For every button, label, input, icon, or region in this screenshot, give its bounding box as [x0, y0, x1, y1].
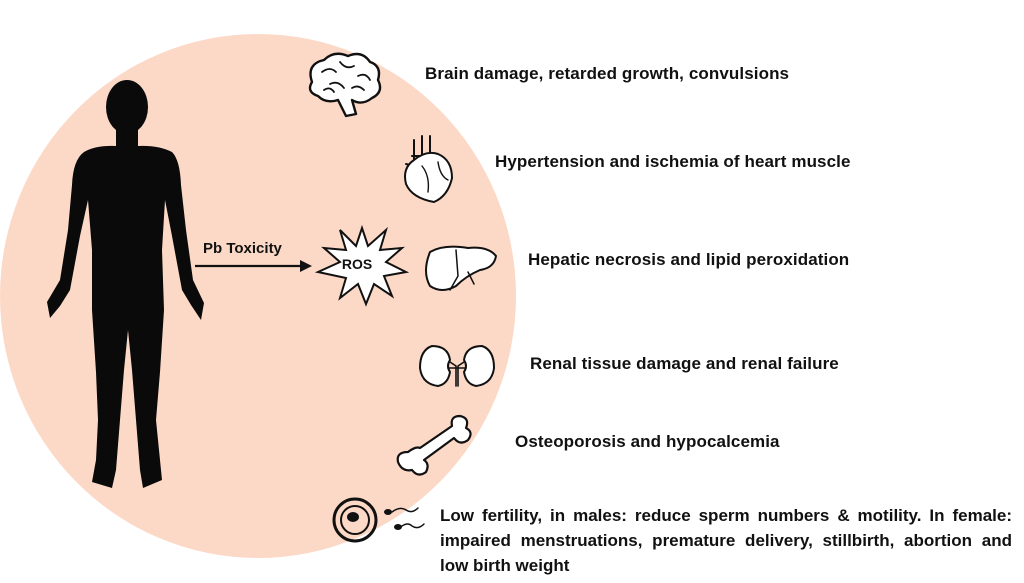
liver-effect-text: Hepatic necrosis and lipid peroxidation	[528, 250, 850, 269]
heart-icon	[404, 135, 453, 203]
brain-effect-text: Brain damage, retarded growth, convulsio…	[425, 64, 790, 83]
egg-sperm-icon	[332, 497, 425, 543]
heart-effect-text: Hypertension and ischemia of heart muscl…	[495, 152, 851, 171]
kidney-effect-text: Renal tissue damage and renal failure	[530, 354, 839, 373]
liver-icon	[425, 245, 497, 291]
kidney-icon	[419, 345, 495, 387]
ros-starburst	[314, 224, 410, 307]
bone-icon	[396, 414, 472, 476]
ros-label: ROS	[341, 256, 373, 272]
human-silhouette-icon	[47, 80, 204, 488]
toxicity-arrow	[195, 260, 312, 272]
body-circle	[0, 34, 516, 558]
brain-icon	[308, 52, 382, 118]
pb-toxicity-label: Pb Toxicity	[203, 240, 282, 257]
bone-effect-text: Osteoporosis and hypocalcemia	[515, 432, 780, 451]
fertility-effect-text: Low fertility, in males: reduce sperm nu…	[440, 506, 1012, 575]
